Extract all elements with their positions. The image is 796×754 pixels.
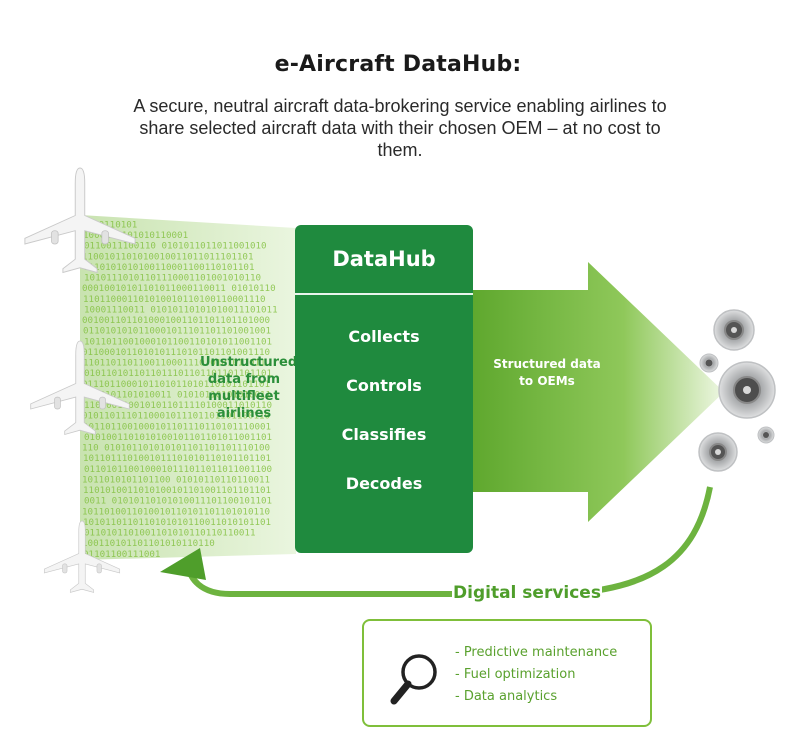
- binary-line: 0110101101001101010110110110011: [84, 528, 255, 539]
- label-line: airlines: [216, 406, 272, 421]
- magnifier-icon: [390, 654, 437, 705]
- structured-data-arrow: [473, 262, 724, 522]
- engine-icon: [757, 426, 775, 444]
- label-line: Unstructured: [200, 355, 298, 370]
- binary-line: 0101101011011011101101101101101101: [84, 368, 272, 379]
- binary-line: 1011011101001011101010110101101101: [83, 453, 271, 464]
- binary-line: 1100101101010011 01010110101010011: [83, 389, 271, 400]
- digital-services-label: Digital services: [452, 583, 602, 603]
- hub-function-controls: Controls: [346, 376, 422, 395]
- service-predictive-maintenance: - Predictive maintenance: [455, 645, 618, 660]
- binary-line: 1011010011010010110101101101010110: [82, 506, 270, 517]
- datahub-box: DataHub Collects Controls Classifies Dec…: [295, 225, 473, 553]
- hub-function-collects: Collects: [348, 327, 420, 346]
- binary-line: 10101110101101110001101001010110: [84, 273, 261, 284]
- binary-line: 110110001101010010110100110001110: [83, 294, 266, 305]
- services-box: - Predictive maintenance - Fuel optimiza…: [362, 619, 652, 727]
- binary-line: 1100101101010010011011011101101: [82, 251, 253, 262]
- structured-data-label: Structured data to OEMs: [488, 356, 606, 390]
- datahub-title: DataHub: [332, 247, 436, 271]
- binary-line: 10001110011 01010110101010011101011: [84, 304, 278, 315]
- hub-function-classifies: Classifies: [341, 425, 427, 444]
- binary-line: 0101001101010100101101101011001101: [84, 432, 272, 443]
- loop-arrowhead: [160, 548, 206, 580]
- label-line: to OEMs: [519, 374, 575, 388]
- binary-line: 0101101110110001011101101101100110: [82, 411, 270, 422]
- binary-line: 110 010101101010101101101101110100: [82, 443, 270, 454]
- label-line: data from: [207, 372, 281, 387]
- binary-line: 0110101100100010111011011011001100: [84, 464, 272, 475]
- unstructured-data-label: Unstructured data from multifleet airlin…: [200, 354, 298, 422]
- binary-line: 1101001100101011011110100011010110: [84, 400, 272, 411]
- binary-line: 0010011011010001001101101101101000: [82, 315, 270, 326]
- label-line: multifleet: [208, 389, 280, 404]
- page-subtitle: A secure, neutral aircraft data-brokerin…: [133, 96, 667, 160]
- input-data-beam: [80, 215, 296, 560]
- binary-line: 0110101010110001011101101101001001: [83, 326, 271, 337]
- binary-line: 0110101010100110001100110101101: [83, 262, 254, 273]
- page-title: e-Aircraft DataHub:: [274, 52, 522, 77]
- binary-line: 1101101101100110001110 0101011011: [83, 358, 266, 369]
- datahub-divider: [295, 293, 473, 295]
- binary-line: 01101100111001: [83, 549, 160, 560]
- binary-line: 1101010011010100101101001101101101: [83, 485, 271, 496]
- service-data-analytics: - Data analytics: [455, 689, 558, 704]
- binary-line: 1011011001000101101110110101110001: [83, 421, 271, 432]
- binary-line: 1000110101010110001: [83, 230, 188, 241]
- binary-line: 1110110101: [82, 219, 137, 230]
- binary-line: 1011011001000101100110101011001101: [84, 336, 272, 347]
- hub-function-decodes: Decodes: [345, 474, 423, 493]
- label-line: Structured data: [493, 357, 601, 371]
- engine-icon: [713, 309, 755, 351]
- engine-icon: [698, 432, 738, 472]
- binary-line: 0011 01010110101010011101100101101: [84, 496, 272, 507]
- binary-line: 0111011000101101011010110101101101: [82, 379, 270, 390]
- binary-line: 100110101101101010110110: [82, 538, 215, 549]
- service-fuel-optimization: - Fuel optimization: [455, 667, 576, 682]
- binary-line: 1011010101101100 01010110110110011: [82, 474, 270, 485]
- binary-line: 1010110110110101010110011010101101: [83, 517, 271, 528]
- engine-icon: [699, 353, 719, 373]
- binary-line: 0110011100110 0101011011011001010: [84, 241, 267, 252]
- binary-line: 00010010101101011000110011 01010110: [82, 283, 276, 294]
- engine-icon: [718, 361, 776, 419]
- binary-line: 0110001011010101110101101101001110: [82, 347, 270, 358]
